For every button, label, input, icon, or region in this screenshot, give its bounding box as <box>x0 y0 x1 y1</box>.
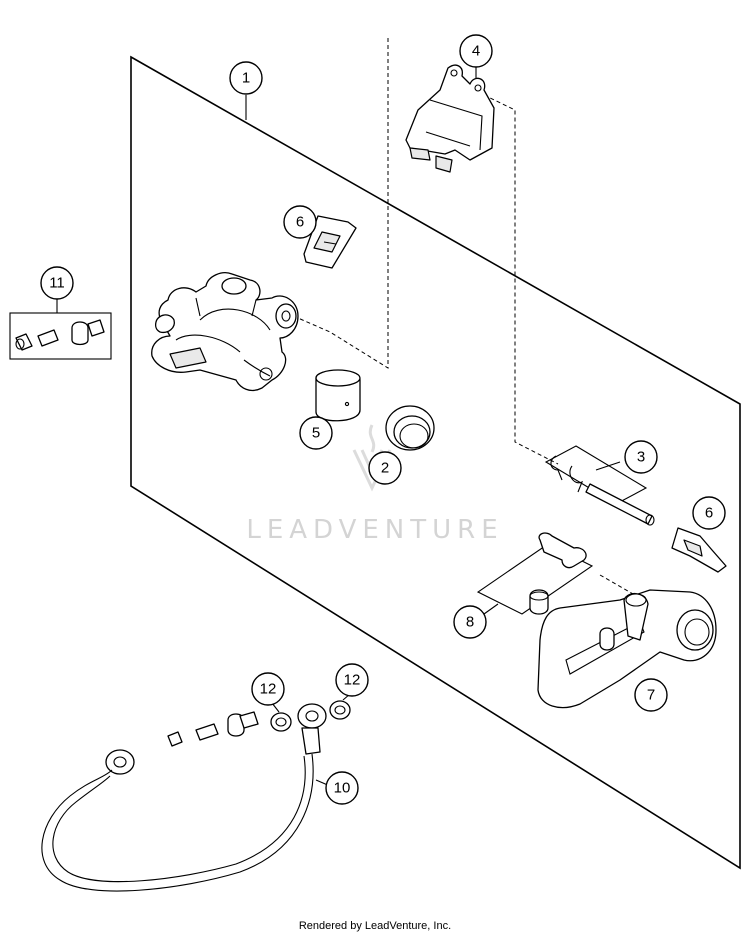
callout-12-right[interactable]: 12 <box>335 663 369 697</box>
seal-ring[interactable] <box>385 405 435 451</box>
svg-text:11: 11 <box>49 275 65 292</box>
caliper-body[interactable] <box>151 272 299 392</box>
watermark-text: LEADVENTURE <box>246 515 503 545</box>
brake-pad[interactable] <box>405 64 495 173</box>
svg-text:12: 12 <box>260 681 277 698</box>
callout-4[interactable]: 4 <box>459 34 493 68</box>
svg-text:5: 5 <box>312 425 320 442</box>
pad-spring-lower[interactable] <box>671 527 727 573</box>
svg-text:3: 3 <box>637 449 645 466</box>
leader-3 <box>595 461 621 471</box>
dashed-line-pad-caliper <box>297 38 389 369</box>
svg-text:10: 10 <box>334 780 351 797</box>
callout-8[interactable]: 8 <box>453 605 487 639</box>
svg-text:8: 8 <box>466 614 474 631</box>
sealing-washer-right[interactable] <box>329 700 351 720</box>
piston[interactable] <box>315 369 361 422</box>
svg-text:6: 6 <box>296 214 304 231</box>
assembly-frame <box>130 55 741 870</box>
svg-text:6: 6 <box>705 505 713 522</box>
callout-6-lower[interactable]: 6 <box>692 496 726 530</box>
callout-3[interactable]: 3 <box>624 440 658 474</box>
pad-spring-upper[interactable] <box>303 215 357 269</box>
callout-12-left[interactable]: 12 <box>251 672 285 706</box>
hose-fitting-kit[interactable] <box>9 312 112 360</box>
caliper-bracket[interactable] <box>537 589 717 709</box>
bolt-kit[interactable] <box>476 532 594 615</box>
dashed-line-pad-pin <box>483 94 559 465</box>
footer-credit: Rendered by LeadVenture, Inc. <box>298 920 452 932</box>
pin-kit[interactable] <box>544 445 655 526</box>
watermark: LEADVENTURE <box>246 424 503 545</box>
svg-text:12: 12 <box>344 672 361 689</box>
svg-text:7: 7 <box>647 687 655 704</box>
svg-text:1: 1 <box>242 70 250 87</box>
callout-1[interactable]: 1 <box>229 61 263 95</box>
callout-5[interactable]: 5 <box>299 416 333 450</box>
leader-8 <box>483 603 499 615</box>
svg-text:2: 2 <box>381 460 389 477</box>
banjo-bolt[interactable] <box>167 711 259 747</box>
brake-hose[interactable] <box>41 703 327 892</box>
sealing-washer-left[interactable] <box>270 712 292 732</box>
callout-2[interactable]: 2 <box>368 451 402 485</box>
callout-6-upper[interactable]: 6 <box>283 205 317 239</box>
callout-10[interactable]: 10 <box>325 771 359 805</box>
callout-11[interactable]: 11 <box>40 266 74 300</box>
svg-text:4: 4 <box>472 43 480 60</box>
callout-7[interactable]: 7 <box>634 678 668 712</box>
